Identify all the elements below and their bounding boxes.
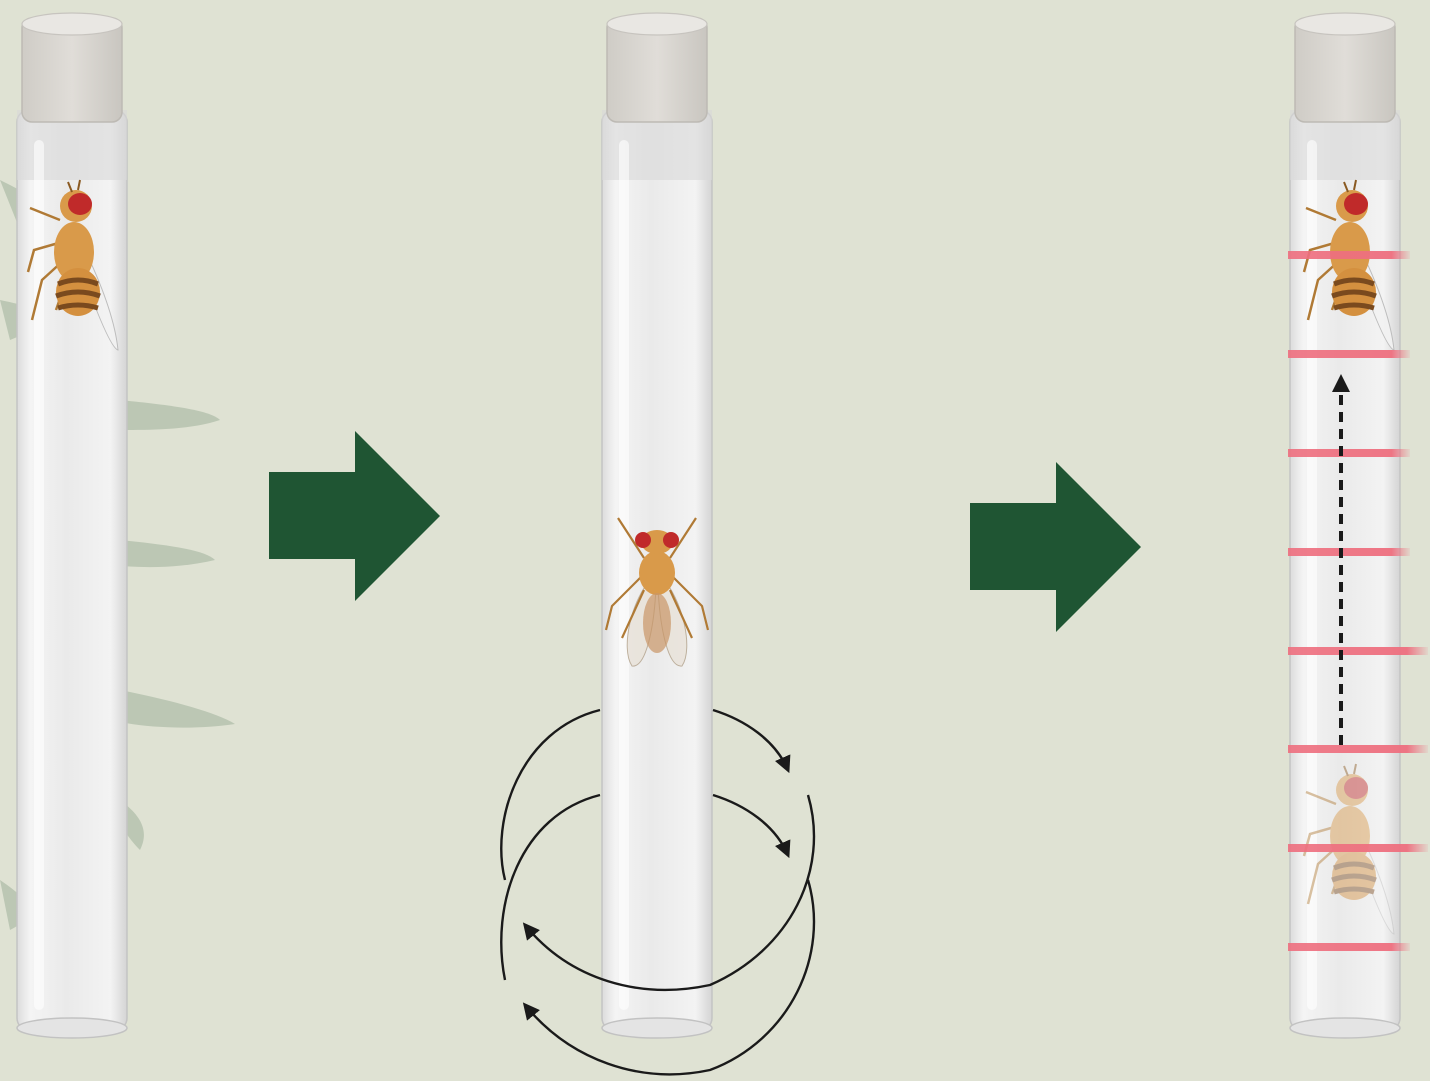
vial-icon (602, 13, 712, 1038)
laser-line (1288, 449, 1410, 457)
laser-line (1288, 745, 1428, 753)
laser-line (1288, 251, 1410, 259)
step-1-fly-at-top (17, 13, 127, 1038)
right-arrow-icon (970, 462, 1141, 632)
laser-line (1288, 844, 1428, 852)
right-arrow-icon (269, 431, 440, 601)
step-2-vial-rotated (501, 13, 814, 1074)
step-3-climbing-measured (1288, 13, 1428, 1038)
vial-icon (17, 13, 127, 1038)
laser-line (1288, 350, 1410, 358)
laser-line (1288, 548, 1410, 556)
laser-line (1288, 943, 1410, 951)
laser-line (1288, 647, 1428, 655)
